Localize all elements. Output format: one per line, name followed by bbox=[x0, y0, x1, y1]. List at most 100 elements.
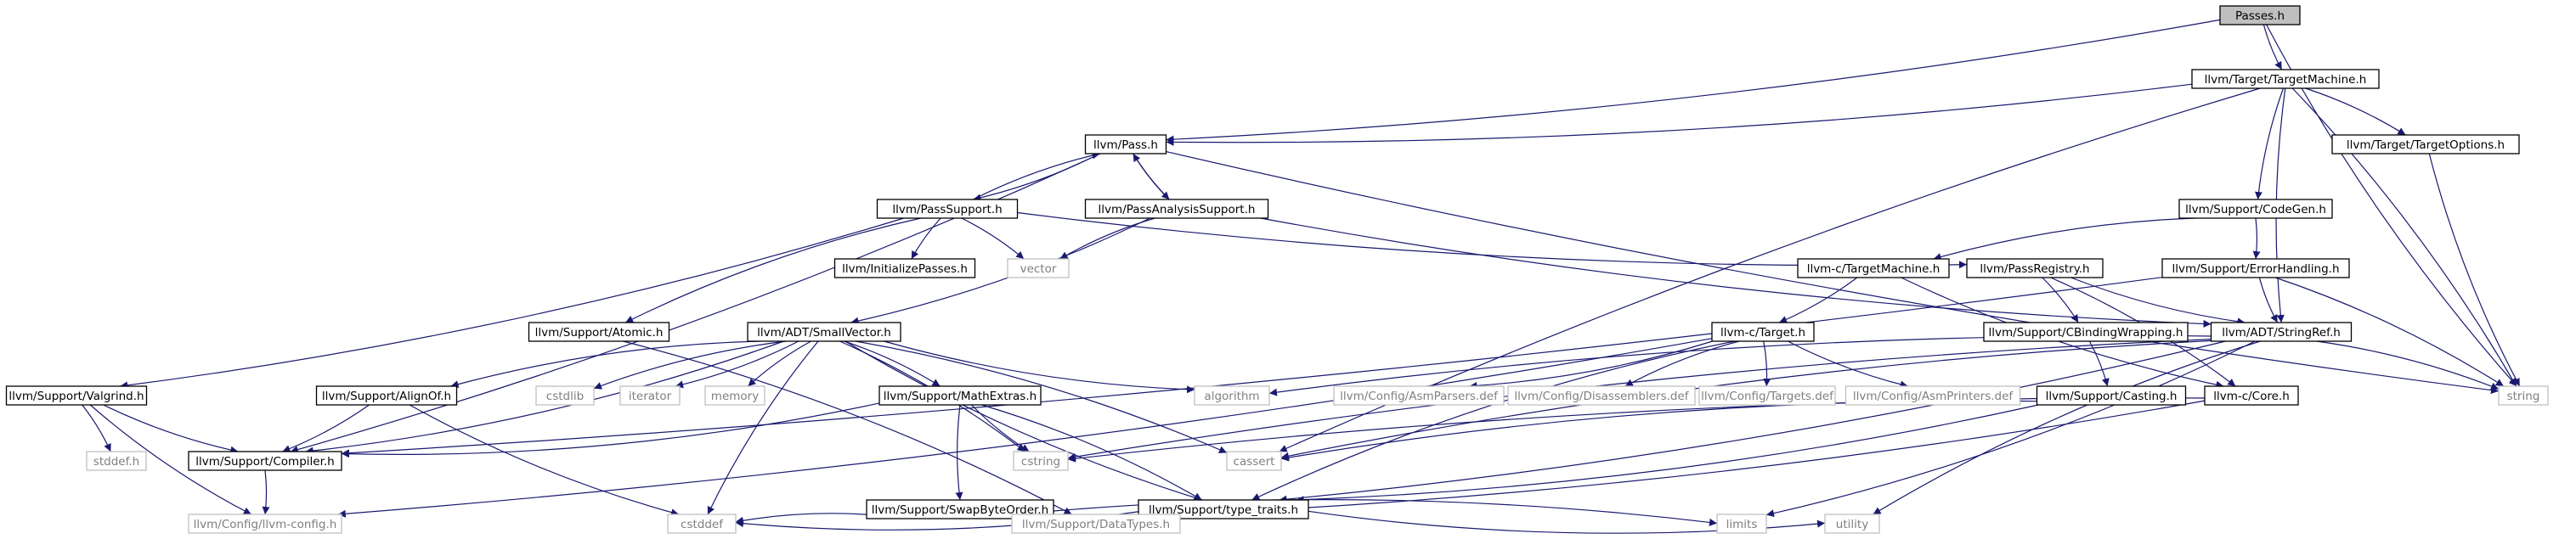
edge-targetmachine-to-pass bbox=[1166, 83, 2193, 146]
node-box bbox=[619, 385, 681, 406]
node-cbinding[interactable]: llvm/Support/CBindingWrapping.h bbox=[1983, 322, 2189, 342]
node-targetmachine[interactable]: llvm/Target/TargetMachine.h bbox=[2191, 69, 2380, 89]
node-smallvector[interactable]: llvm/ADT/SmallVector.h bbox=[747, 322, 901, 342]
node-label: cstddef bbox=[681, 518, 724, 531]
edge-ctarget-to-asmparsers bbox=[1469, 340, 1713, 390]
node-box bbox=[1226, 451, 1282, 471]
node-box bbox=[1138, 499, 1309, 519]
node-box bbox=[1194, 385, 1270, 406]
node-label: llvm/PassRegistry.h bbox=[1980, 262, 2089, 276]
edge-passanalysis-to-smallvector bbox=[850, 217, 1150, 325]
edge-valgrind-to-compiler bbox=[103, 404, 239, 454]
node-pass[interactable]: llvm/Pass.h bbox=[1084, 134, 1167, 154]
node-casting[interactable]: llvm/Support/Casting.h bbox=[2036, 385, 2187, 406]
node-datatypes: llvm/Support/DataTypes.h bbox=[1011, 514, 1181, 534]
node-label: llvm/Config/llvm-config.h bbox=[194, 518, 337, 531]
node-box bbox=[747, 322, 901, 342]
node-label: llvm/InitializePasses.h bbox=[842, 262, 968, 276]
node-box bbox=[1797, 258, 1950, 278]
node-box bbox=[1011, 514, 1181, 534]
node-label: llvm/Target/TargetMachine.h bbox=[2205, 73, 2367, 87]
node-label: llvm/ADT/StringRef.h bbox=[2222, 326, 2341, 340]
node-targetsdef: llvm/Config/Targets.def bbox=[1698, 385, 1836, 406]
edge-passsupport-to-valgrind bbox=[120, 217, 904, 390]
node-atomic[interactable]: llvm/Support/Atomic.h bbox=[528, 322, 670, 342]
node-box bbox=[1824, 514, 1880, 534]
node-label: llvm/Support/CodeGen.h bbox=[2185, 203, 2326, 216]
node-label: llvm/Config/AsmParsers.def bbox=[1340, 390, 1499, 403]
node-label: llvm/Support/DataTypes.h bbox=[1022, 518, 1170, 531]
edge-codegen-to-ctargetmachine bbox=[1933, 217, 2196, 261]
node-stddef: stddef.h bbox=[86, 451, 147, 471]
node-label: algorithm bbox=[1204, 390, 1259, 403]
edge-ctarget-to-disassemblers bbox=[1624, 340, 1740, 387]
node-label: llvm-c/TargetMachine.h bbox=[1807, 262, 1940, 276]
node-box bbox=[188, 514, 342, 534]
node-passanalysis[interactable]: llvm/PassAnalysisSupport.h bbox=[1084, 199, 1269, 219]
node-string: string bbox=[2498, 385, 2549, 406]
node-targetoptions[interactable]: llvm/Target/TargetOptions.h bbox=[2331, 134, 2520, 154]
node-label: llvm/Support/ErrorHandling.h bbox=[2172, 262, 2339, 276]
node-llvmconfig: llvm/Config/llvm-config.h bbox=[188, 514, 342, 534]
node-cstring: cstring bbox=[1013, 451, 1069, 471]
edge-smallvector-to-cstddef bbox=[707, 340, 819, 515]
node-ccore[interactable]: llvm-c/Core.h bbox=[2204, 385, 2299, 406]
node-box bbox=[1084, 134, 1167, 154]
node-label: vector bbox=[1020, 262, 1057, 276]
node-box bbox=[2219, 5, 2301, 25]
node-passes[interactable]: Passes.h bbox=[2219, 5, 2301, 25]
node-box bbox=[833, 258, 976, 278]
node-label: cassert bbox=[1234, 455, 1275, 469]
node-box bbox=[2191, 69, 2380, 89]
edges-layer bbox=[82, 19, 2521, 534]
edge-passanalysis-to-pass bbox=[1133, 153, 1170, 200]
edge-stringref-to-limits bbox=[1765, 340, 2256, 518]
node-passregistry[interactable]: llvm/PassRegistry.h bbox=[1966, 258, 2104, 278]
edge-targetmachine-to-codegen bbox=[2254, 87, 2285, 200]
edge-compiler-to-llvmconfig bbox=[262, 469, 270, 515]
node-label: llvm/PassSupport.h bbox=[892, 203, 1002, 216]
node-box bbox=[528, 322, 670, 342]
node-swapbyteorder[interactable]: llvm/Support/SwapByteOrder.h bbox=[866, 499, 1054, 519]
node-label: Passes.h bbox=[2235, 9, 2285, 23]
edge-pass-to-passsupport bbox=[973, 153, 1100, 202]
node-box bbox=[1507, 385, 1696, 406]
node-codegen[interactable]: llvm/Support/CodeGen.h bbox=[2178, 199, 2333, 219]
node-passsupport[interactable]: llvm/PassSupport.h bbox=[876, 199, 1019, 219]
edge-smallvector-to-mathextras bbox=[844, 340, 941, 387]
node-algorithm: algorithm bbox=[1194, 385, 1270, 406]
node-box bbox=[1084, 199, 1269, 219]
edge-mathextras-to-cstring bbox=[971, 404, 1030, 452]
node-typetraits[interactable]: llvm/Support/type_traits.h bbox=[1138, 499, 1309, 519]
node-valgrind[interactable]: llvm/Support/Valgrind.h bbox=[5, 385, 148, 406]
edge-mathextras-to-compiler bbox=[341, 402, 880, 458]
node-iterator: iterator bbox=[619, 385, 681, 406]
node-box bbox=[667, 514, 737, 534]
node-label: llvm-c/Target.h bbox=[1720, 326, 1805, 340]
node-initpasses[interactable]: llvm/InitializePasses.h bbox=[833, 258, 976, 278]
node-box bbox=[1716, 514, 1767, 534]
node-box bbox=[1711, 322, 1815, 342]
edge-mathextras-to-swapbyteorder bbox=[955, 404, 963, 501]
node-errorhandling[interactable]: llvm/Support/ErrorHandling.h bbox=[2161, 258, 2350, 278]
edge-smallvector-to-cassert bbox=[855, 340, 1228, 453]
edge-pass-to-string bbox=[1166, 150, 2500, 395]
edge-targetmachine-to-string bbox=[2291, 87, 2517, 387]
node-ctarget[interactable]: llvm-c/Target.h bbox=[1711, 322, 1815, 342]
node-label: iterator bbox=[629, 390, 672, 403]
edge-stringref-to-utility bbox=[1873, 340, 2261, 515]
node-label: llvm/Target/TargetOptions.h bbox=[2347, 138, 2505, 152]
node-compiler[interactable]: llvm/Support/Compiler.h bbox=[188, 451, 342, 471]
node-alignof[interactable]: llvm/Support/AlignOf.h bbox=[315, 385, 458, 406]
edge-passsupport-to-vector bbox=[961, 217, 1025, 260]
node-ctargetmachine[interactable]: llvm-c/TargetMachine.h bbox=[1797, 258, 1950, 278]
edge-ccore-to-cstring bbox=[1067, 397, 2206, 463]
edge-stringref-to-cassert bbox=[1280, 340, 2212, 460]
edge-smallvector-to-cstdlib bbox=[593, 340, 787, 390]
edge-passsupport-to-initpasses bbox=[911, 217, 941, 260]
node-mathextras[interactable]: llvm/Support/MathExtras.h bbox=[878, 385, 1042, 406]
node-stringref[interactable]: llvm/ADT/StringRef.h bbox=[2210, 322, 2353, 342]
edge-ctarget-to-asmprinters bbox=[1788, 340, 1908, 389]
node-box bbox=[704, 385, 765, 406]
edge-stringref-to-algorithm bbox=[1268, 334, 2212, 396]
